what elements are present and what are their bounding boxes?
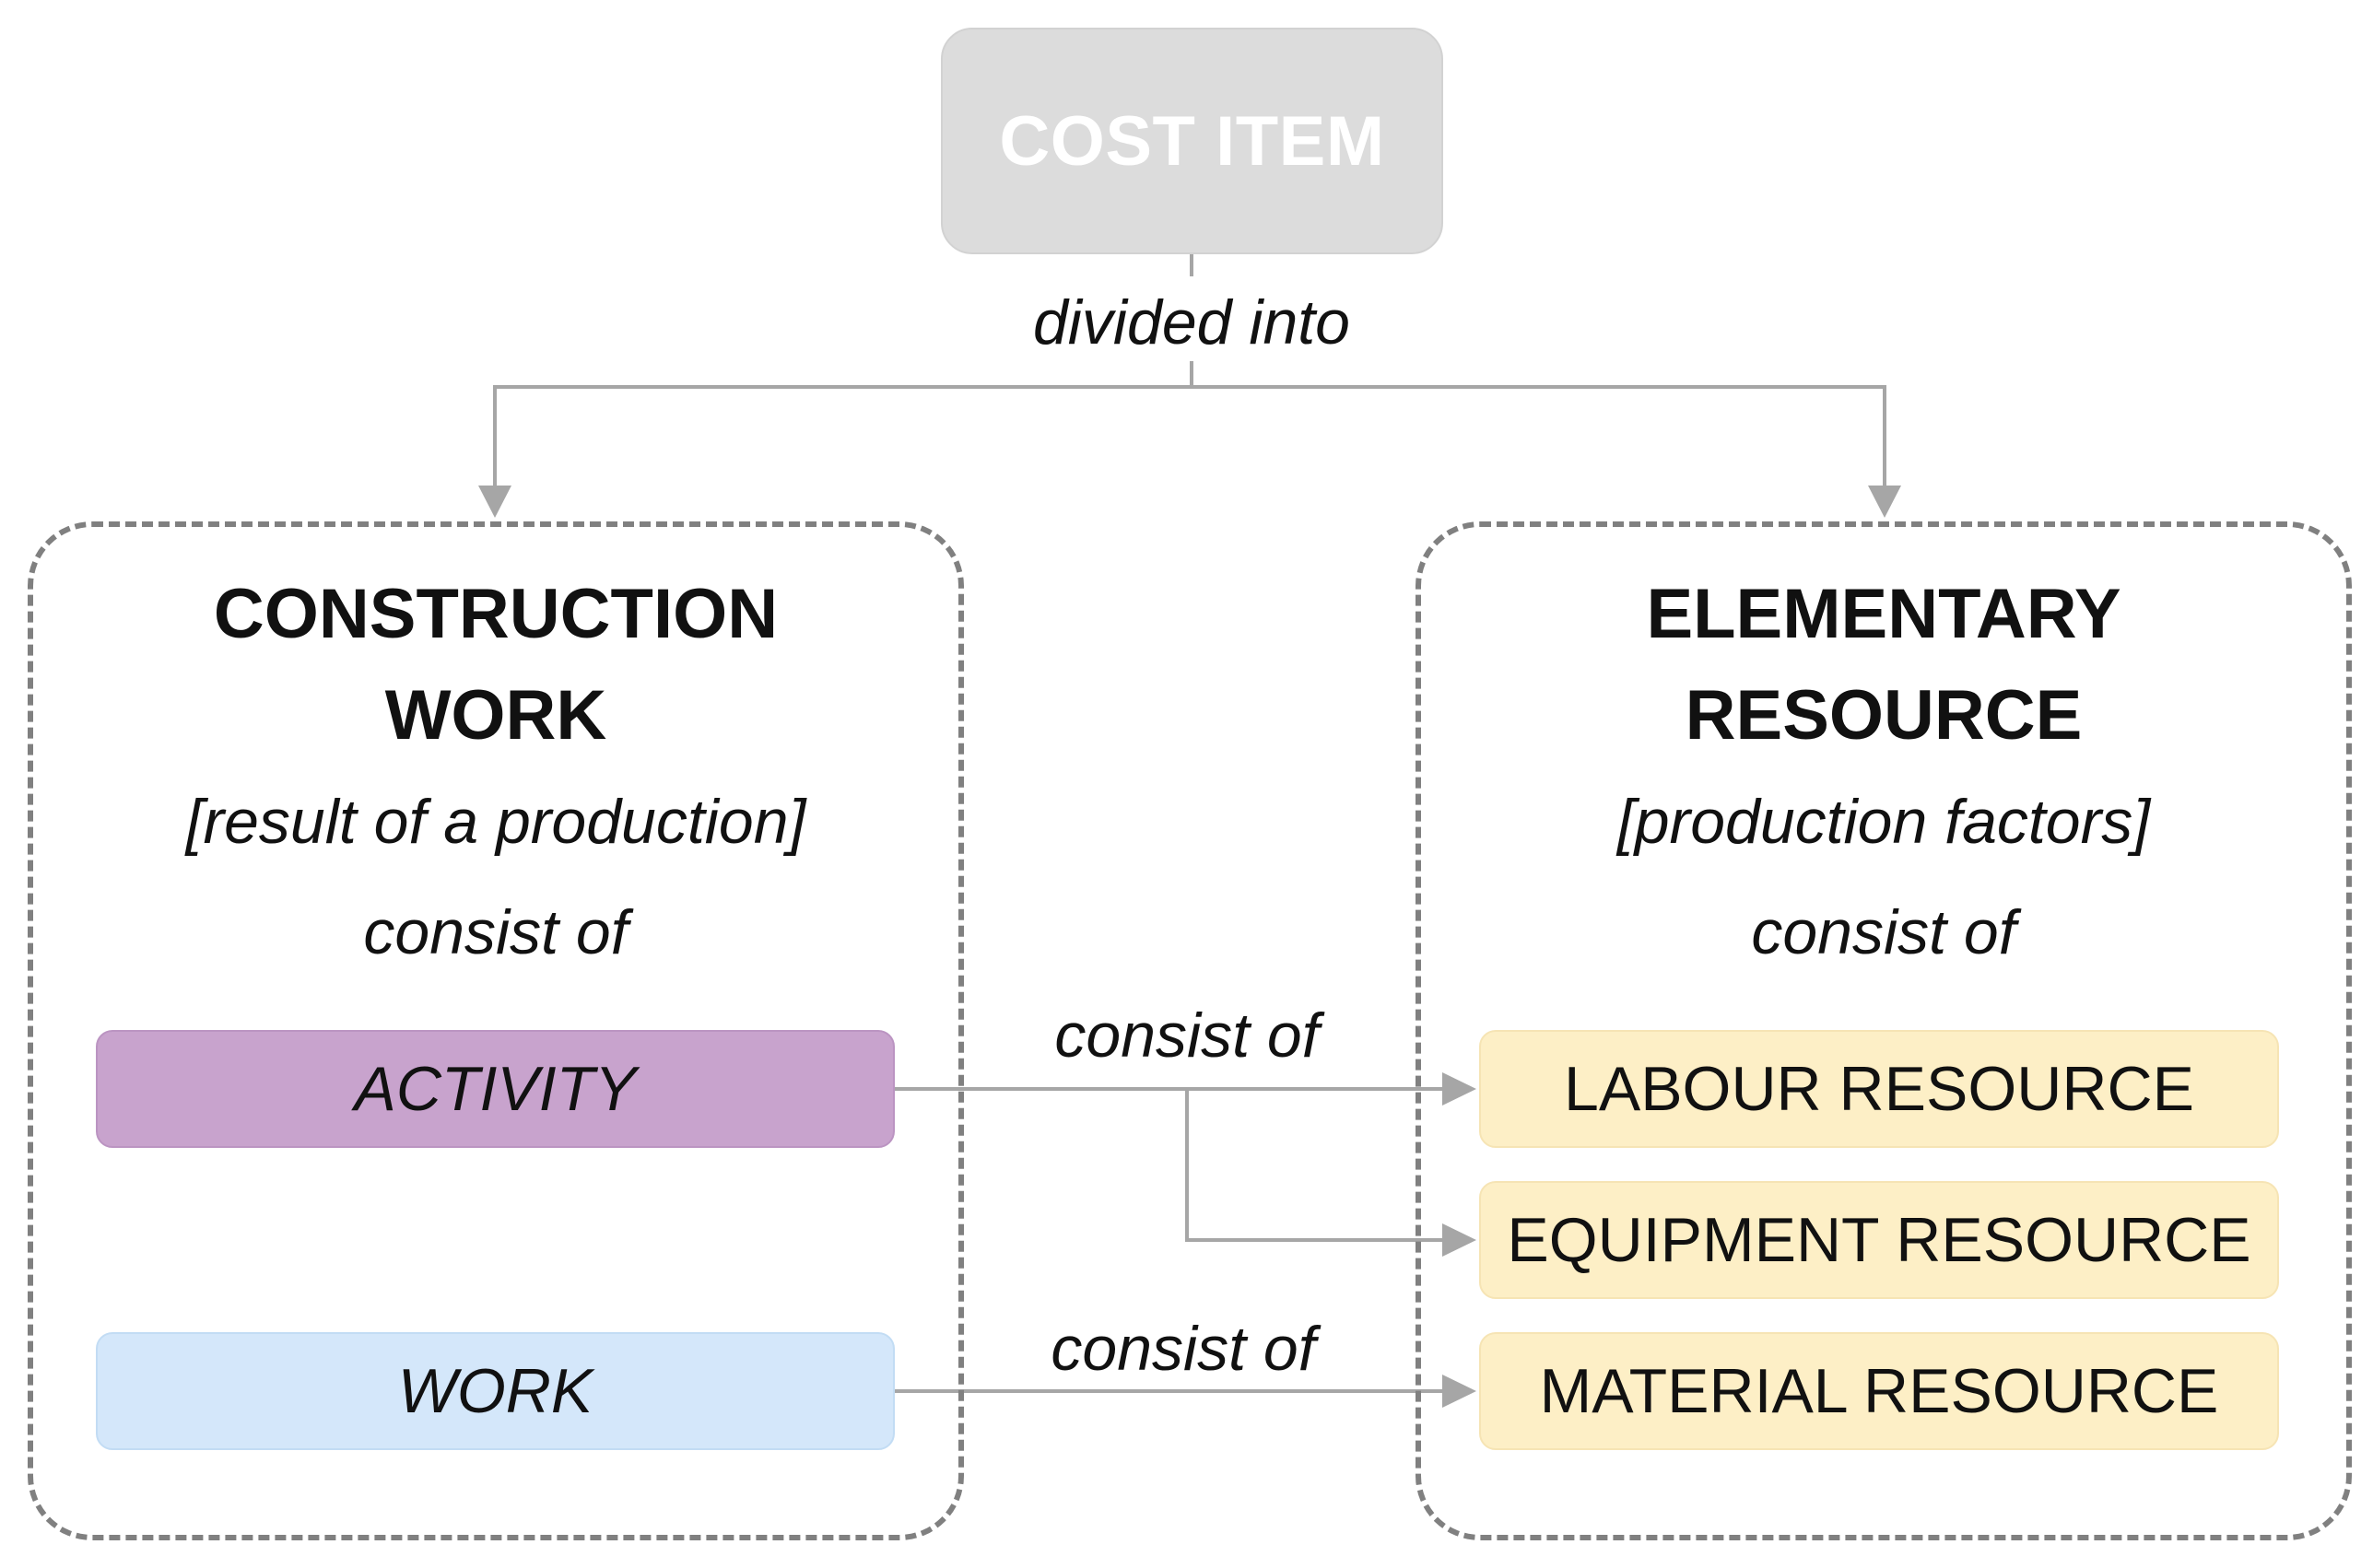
activity-node: ACTIVITY	[96, 1030, 895, 1148]
equipment-resource-label: EQUIPMENT RESOURCE	[1507, 1205, 2251, 1275]
construction-work-relation: consist of	[363, 897, 628, 967]
material-resource-label: MATERIAL RESOURCE	[1539, 1356, 2219, 1426]
cost-item-label: COST ITEM	[999, 101, 1385, 181]
activity-consist-of-label: consist of	[1054, 1000, 1320, 1071]
work-consist-of-label: consist of	[1051, 1314, 1316, 1384]
equipment-resource-node: EQUIPMENT RESOURCE	[1479, 1181, 2279, 1299]
labour-resource-label: LABOUR RESOURCE	[1564, 1054, 2194, 1124]
divided-into-label: divided into	[1032, 287, 1351, 357]
activity-label: ACTIVITY	[354, 1054, 637, 1124]
arrowhead-left-group	[478, 486, 511, 518]
labour-resource-node: LABOUR RESOURCE	[1479, 1030, 2279, 1148]
connector-split-right	[1192, 385, 1886, 488]
arrowhead-material	[1442, 1375, 1476, 1408]
material-resource-node: MATERIAL RESOURCE	[1479, 1332, 2279, 1450]
elementary-resource-group	[1416, 521, 2352, 1540]
construction-work-subtitle: [result of a production]	[185, 787, 806, 857]
construction-work-group	[28, 521, 964, 1540]
construction-work-title-line1: CONSTRUCTION	[213, 575, 779, 653]
arrowhead-equipment	[1442, 1223, 1476, 1257]
elementary-resource-title-line2: RESOURCE	[1685, 676, 2083, 755]
cost-item-node: COST ITEM	[941, 28, 1443, 254]
arrowhead-right-group	[1868, 486, 1901, 518]
work-label: WORK	[397, 1356, 593, 1426]
elementary-resource-title-line1: ELEMENTARY	[1646, 575, 2121, 653]
arrowhead-labour	[1442, 1072, 1476, 1106]
connector-split-left	[493, 385, 1192, 488]
connector-activity-equipment	[1185, 1089, 1445, 1242]
work-node: WORK	[96, 1332, 895, 1450]
construction-work-title-line2: WORK	[384, 676, 607, 755]
elementary-resource-subtitle: [production factors]	[1616, 787, 2151, 857]
elementary-resource-relation: consist of	[1751, 897, 2016, 967]
